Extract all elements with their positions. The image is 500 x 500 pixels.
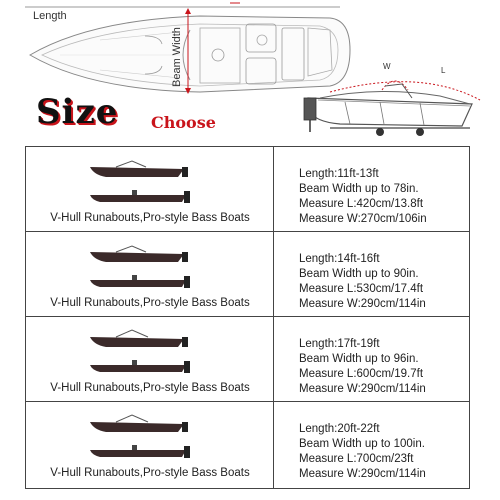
measure-w-spec: Measure W:270cm/106in [299,213,427,225]
beam-spec: Beam Width up to 90in. [299,268,419,280]
spec-cell: Length:14ft-16ft Beam Width up to 90in. … [274,232,469,316]
boat-type-caption: V-Hull Runabouts,Pro-style Bass Boats [50,382,250,394]
boat-type-caption: V-Hull Runabouts,Pro-style Bass Boats [50,212,250,224]
beam-spec: Beam Width up to 96in. [299,353,419,365]
length-label: Length [33,10,67,22]
boat-top-view-diagram [25,2,351,94]
size-row: V-Hull Runabouts,Pro-style Bass Boats Le… [26,147,469,232]
bass-boat-image [90,445,190,458]
size-title: Size [36,92,119,132]
diagram-header: Length Beam Width W L Size Choose [0,0,500,145]
width-tag: W [383,62,391,71]
boat-illustration-cell: V-Hull Runabouts,Pro-style Bass Boats [26,232,274,316]
measure-w-spec: Measure W:290cm/114in [299,383,426,395]
beam-spec: Beam Width up to 78in. [299,183,419,195]
bass-boat-image [90,190,190,203]
measure-w-spec: Measure W:290cm/114in [299,468,426,480]
runabout-boat-image [90,245,188,262]
boat-illustration-cell: V-Hull Runabouts,Pro-style Bass Boats [26,147,274,231]
spec-cell: Length:11ft-13ft Beam Width up to 78in. … [274,147,469,231]
runabout-boat-image [90,160,188,177]
boat-type-caption: V-Hull Runabouts,Pro-style Bass Boats [50,467,250,479]
size-row: V-Hull Runabouts,Pro-style Bass Boats Le… [26,317,469,402]
size-row: V-Hull Runabouts,Pro-style Bass Boats Le… [26,232,469,317]
measure-l-spec: Measure L:600cm/19.7ft [299,368,424,380]
spec-cell: Length:20ft-22ft Beam Width up to 100in.… [274,402,469,488]
measure-w-spec: Measure W:290cm/114in [299,298,426,310]
boat-type-caption: V-Hull Runabouts,Pro-style Bass Boats [50,297,250,309]
measure-l-spec: Measure L:700cm/23ft [299,453,414,465]
length-spec: Length:14ft-16ft [299,253,380,265]
length-spec: Length:20ft-22ft [299,423,380,435]
boat-illustration-cell: V-Hull Runabouts,Pro-style Bass Boats [26,317,274,401]
choose-subtitle: Choose [151,113,216,132]
runabout-boat-image [90,329,188,347]
bass-boat-image [90,275,190,288]
covered-boat-diagram [303,80,481,136]
size-table: V-Hull Runabouts,Pro-style Bass Boats Le… [25,146,470,489]
measure-l-spec: Measure L:530cm/17.4ft [299,283,424,295]
spec-cell: Length:17ft-19ft Beam Width up to 96in. … [274,317,469,401]
size-row: V-Hull Runabouts,Pro-style Bass Boats Le… [26,402,469,488]
bass-boat-image [90,360,190,373]
length-tag: L [441,66,446,75]
length-spec: Length:17ft-19ft [299,338,380,350]
runabout-boat-image [90,414,188,432]
boat-illustration-cell: V-Hull Runabouts,Pro-style Bass Boats [26,402,274,488]
length-spec: Length:11ft-13ft [299,168,379,180]
beam-spec: Beam Width up to 100in. [299,438,425,450]
measure-l-spec: Measure L:420cm/13.8ft [299,198,424,210]
